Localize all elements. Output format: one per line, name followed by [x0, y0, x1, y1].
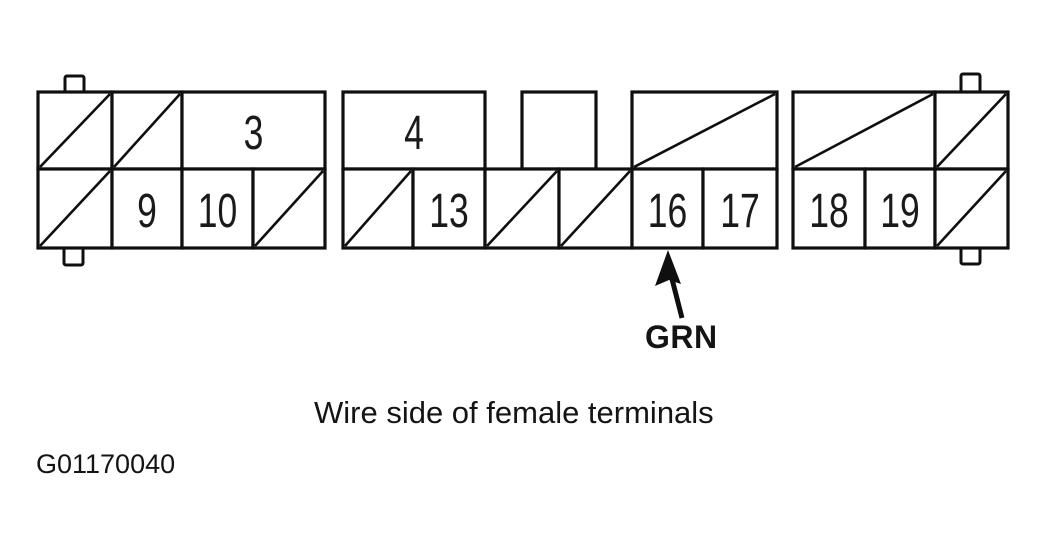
terminal-cell-4 — [341, 90, 487, 171]
terminal-cell-13 — [411, 167, 487, 250]
arrow-shaft — [669, 278, 685, 319]
diagonal-slash — [560, 170, 631, 247]
terminal-number: 19 — [880, 184, 920, 237]
terminal-cell-17 — [701, 167, 779, 250]
diagonal-slash — [794, 92, 934, 169]
terminal-cells: 3 4 9 10 13 16 17 18 19 — [36, 90, 1010, 250]
terminal-number: 9 — [137, 184, 157, 237]
terminal-number: 18 — [809, 184, 849, 237]
diagonal-slash — [936, 170, 1007, 247]
terminal-cell-3 — [180, 90, 327, 171]
diagonal-slash — [254, 170, 324, 247]
diagonal-slash — [113, 93, 181, 168]
figure-caption: Wire side of female terminals — [314, 395, 714, 430]
diagonal-slash — [486, 170, 558, 247]
terminal-number: 13 — [429, 184, 469, 237]
mounting-tab — [959, 72, 982, 94]
wire-color-label: GRN — [645, 319, 718, 355]
terminal-number: 16 — [648, 184, 688, 237]
terminal-cell-10 — [180, 167, 255, 250]
diagonal-slash — [936, 93, 1007, 168]
terminal-cell-16 — [630, 167, 705, 250]
diagonal-slash — [39, 170, 111, 247]
terminal-cell-19 — [863, 167, 937, 250]
terminal-number: 10 — [198, 184, 238, 237]
terminal-number: 17 — [720, 184, 760, 237]
diagonal-slash — [39, 93, 111, 168]
arrow-head — [655, 250, 681, 286]
grn-arrow — [655, 250, 685, 319]
diagonal-slash — [344, 170, 412, 247]
figure-id: G01170040 — [36, 449, 176, 479]
empty-cell — [520, 90, 598, 171]
terminal-cell-18 — [791, 167, 867, 250]
terminal-number: 4 — [404, 106, 424, 159]
diagonal-slash — [633, 92, 776, 169]
terminal-number: 3 — [244, 106, 264, 159]
